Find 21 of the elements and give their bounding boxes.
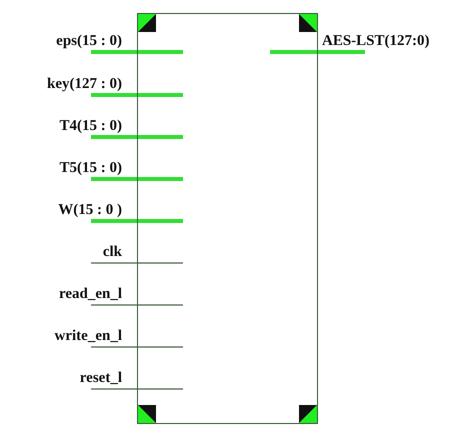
pin-line: [91, 262, 137, 264]
pin-line: [91, 50, 137, 54]
pin-label: key(127 : 0): [10, 75, 122, 94]
pin-label: W(15 : 0 ): [10, 201, 122, 220]
pin-label: T5(15 : 0): [10, 159, 122, 178]
pin-line: [91, 93, 137, 97]
pin-line: [91, 346, 137, 348]
pin-line: [318, 50, 365, 54]
pin-label: T4(15 : 0): [10, 117, 122, 136]
pin-label: reset_l: [10, 369, 122, 388]
pin-line: [91, 135, 137, 139]
pin-label: read_en_l: [10, 285, 122, 304]
pin-label: clk: [10, 243, 122, 262]
module-block: [137, 13, 318, 424]
pin-line: [91, 177, 137, 181]
pin-label: eps(15 : 0): [10, 32, 122, 51]
pin-line: [91, 304, 137, 306]
pin-line: [91, 219, 137, 223]
pin-line: [91, 388, 137, 390]
pin-label: AES-LST(127:0): [322, 32, 472, 51]
pin-label: write_en_l: [10, 327, 122, 346]
